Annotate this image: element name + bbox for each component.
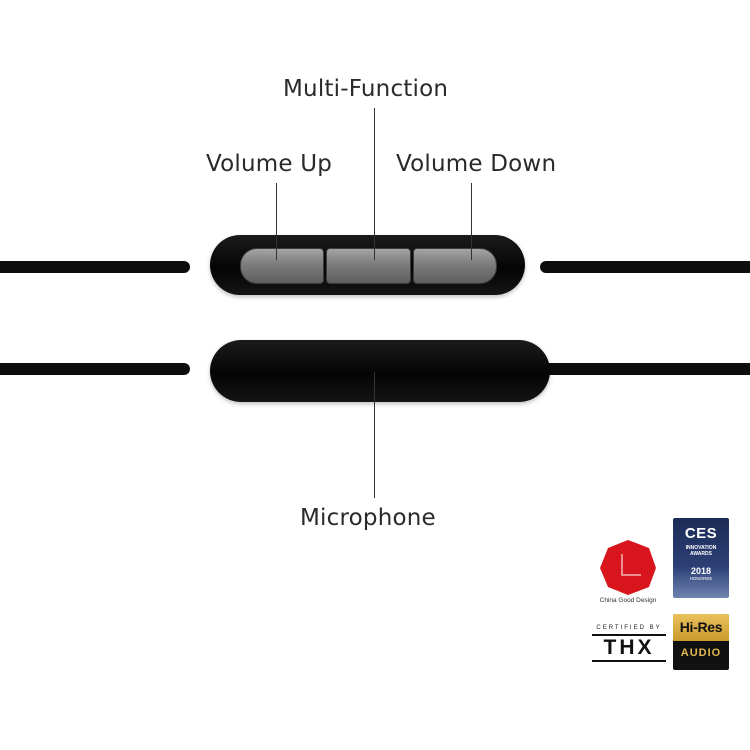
hi-res-text: Hi-Res	[673, 614, 729, 641]
lower-remote-microphone	[210, 340, 550, 402]
upper-remote-control	[210, 235, 525, 295]
china-good-design-badge: China Good Design	[590, 538, 666, 612]
upper-cable-left	[0, 261, 190, 273]
upper-cable-right	[540, 261, 750, 273]
ces-year: 2018	[690, 566, 712, 576]
thx-certified-text: CERTIFIED BY	[596, 625, 662, 631]
china-good-design-icon	[600, 540, 656, 595]
volume-up-label: Volume Up	[206, 151, 333, 177]
volume-up-button	[240, 248, 324, 284]
volume-down-label: Volume Down	[396, 151, 557, 177]
microphone-leader-line	[374, 372, 375, 498]
thx-certified-badge: CERTIFIED BY THX	[592, 625, 666, 667]
china-good-design-text: China Good Design	[599, 597, 657, 604]
ces-line2: AWARDS	[690, 551, 712, 557]
volume-down-button	[413, 248, 497, 284]
ces-line1: INNOVATION	[685, 545, 717, 551]
multi-function-button	[326, 248, 411, 284]
hi-res-audio-badge: Hi-Res AUDIO	[673, 614, 729, 670]
ces-innovation-award-badge: CES INNOVATION AWARDS 2018 HONOREE	[673, 518, 729, 598]
volume-down-leader-line	[471, 183, 472, 260]
lower-cable-right	[540, 363, 750, 375]
multi-function-label: Multi-Function	[283, 76, 449, 102]
thx-logo-text: THX	[592, 634, 666, 662]
ces-logo-text: CES	[684, 525, 718, 542]
multi-function-leader-line	[374, 108, 375, 260]
volume-up-leader-line	[276, 183, 277, 260]
lower-cable-left	[0, 363, 190, 375]
microphone-label: Microphone	[300, 505, 436, 531]
ces-honoree: HONOREE	[689, 576, 713, 581]
audio-text: AUDIO	[680, 647, 722, 659]
